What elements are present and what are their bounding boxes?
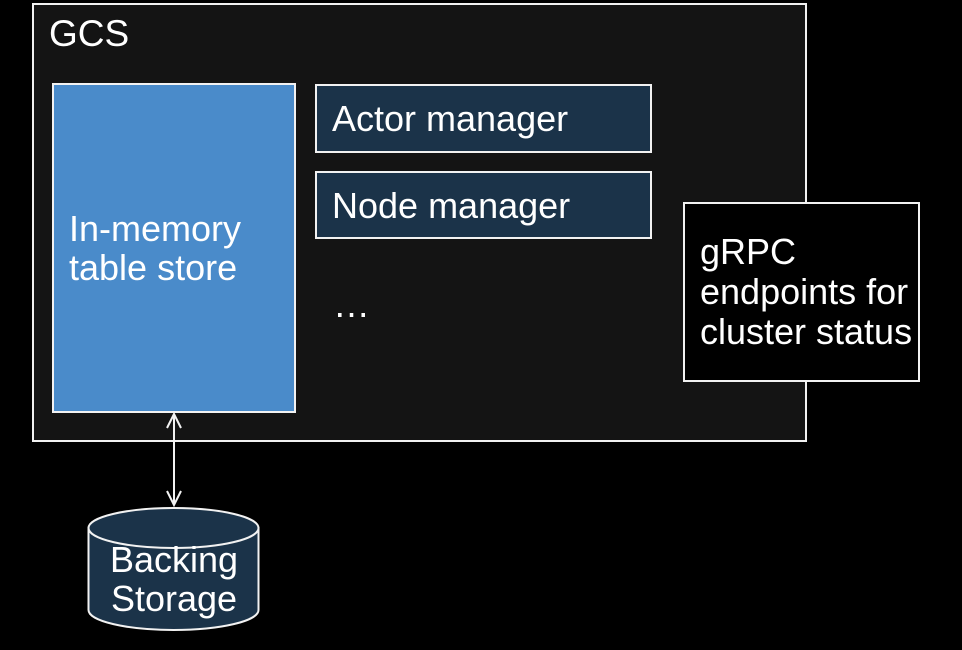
backing-storage-line2: Storage (110, 578, 238, 619)
in-memory-table-store-line1: In-memory (69, 208, 242, 249)
in-memory-table-store-box: In-memory table store (52, 83, 296, 413)
in-memory-table-store-line2: table store (69, 247, 238, 288)
gcs-container-box: GCS In-memory table store Actor manager … (32, 3, 807, 442)
node-manager-box: Node manager (315, 171, 652, 239)
grpc-endpoints-box: gRPC endpoints for cluster status (683, 202, 920, 382)
node-manager-label: Node manager (332, 184, 571, 226)
grpc-endpoints-line1: gRPC (700, 231, 797, 272)
backing-storage-line1: Backing (109, 539, 239, 580)
more-managers-ellipsis: … (333, 284, 370, 325)
backing-storage-label: Backing Storage (89, 540, 259, 618)
actor-manager-box: Actor manager (315, 84, 652, 153)
grpc-endpoints-line3: cluster status (700, 311, 913, 352)
grpc-endpoints-line2: endpoints for (700, 271, 909, 312)
actor-manager-label: Actor manager (332, 98, 569, 139)
gcs-title: GCS (49, 13, 130, 54)
